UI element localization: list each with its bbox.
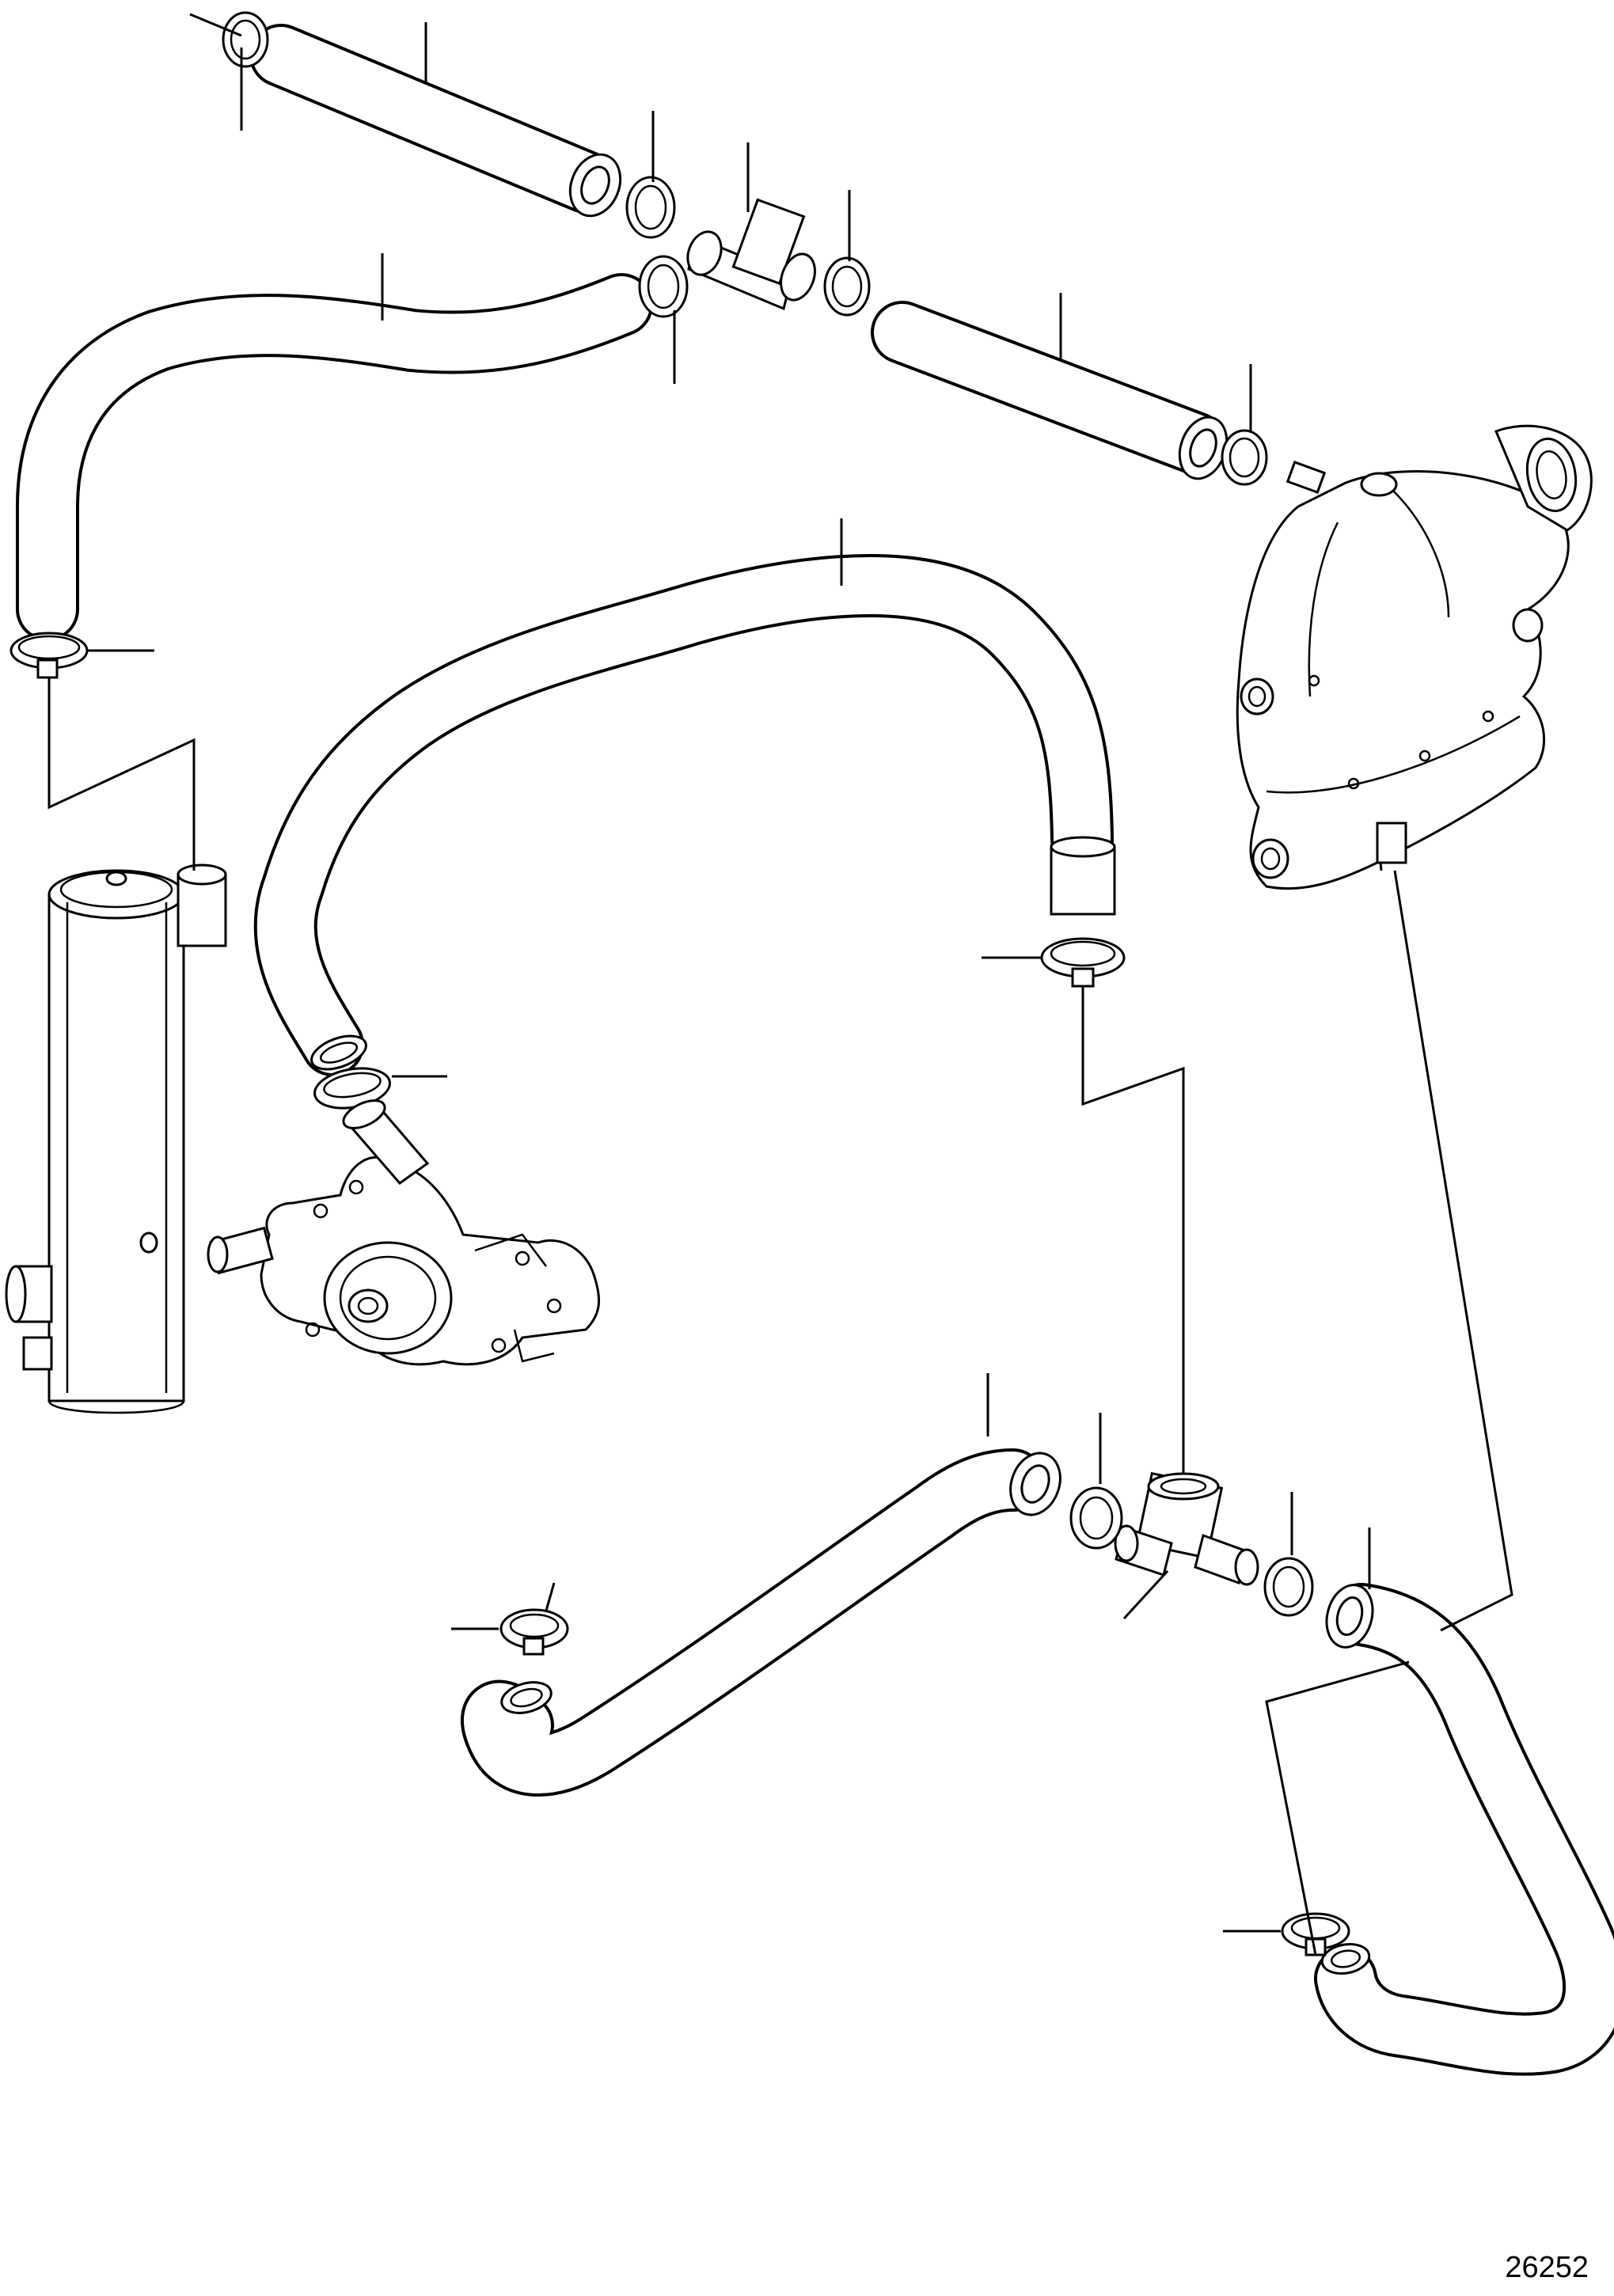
hose-middle-arched [253, 554, 1116, 1076]
callout-lines-middle [392, 518, 1042, 1078]
clamp-lower-left [499, 1608, 569, 1656]
clamp-middle-right [1040, 937, 1126, 988]
hose-upper-straight-right [871, 301, 1229, 480]
heat-exchanger [5, 863, 227, 1414]
part-number: 26252 [1505, 2251, 1589, 2284]
clamp-lower-1 [1069, 1486, 1123, 1550]
clamp-lower-right-bottom [1281, 1912, 1350, 1956]
clamp-lower-2 [1263, 1557, 1314, 1617]
callout-lines-top [87, 13, 1252, 652]
leader-clamp-to-heat-exchanger [47, 677, 196, 871]
water-pump [207, 1099, 601, 1366]
clamp-top-4 [1221, 429, 1268, 486]
tee-fitting-lower [1114, 1471, 1259, 1586]
hose-lower-left [461, 1448, 1061, 1797]
clamp-left-bottom-of-upper-hose [9, 632, 89, 679]
clamp-top-left [222, 11, 269, 68]
clamp-top-1 [625, 176, 676, 239]
hose-upper-curved-left [16, 273, 653, 641]
clamp-top-3 [823, 256, 871, 317]
clamp-top-2 [638, 255, 689, 318]
leader-lines-connections [1081, 870, 1513, 1956]
hose-upper-straight-left [249, 24, 622, 218]
callout-lines-lower [451, 1373, 1371, 1933]
tee-fitting-top [686, 198, 816, 311]
thermostat-housing [1236, 424, 1593, 890]
hose-lower-right [1314, 1583, 1614, 2076]
